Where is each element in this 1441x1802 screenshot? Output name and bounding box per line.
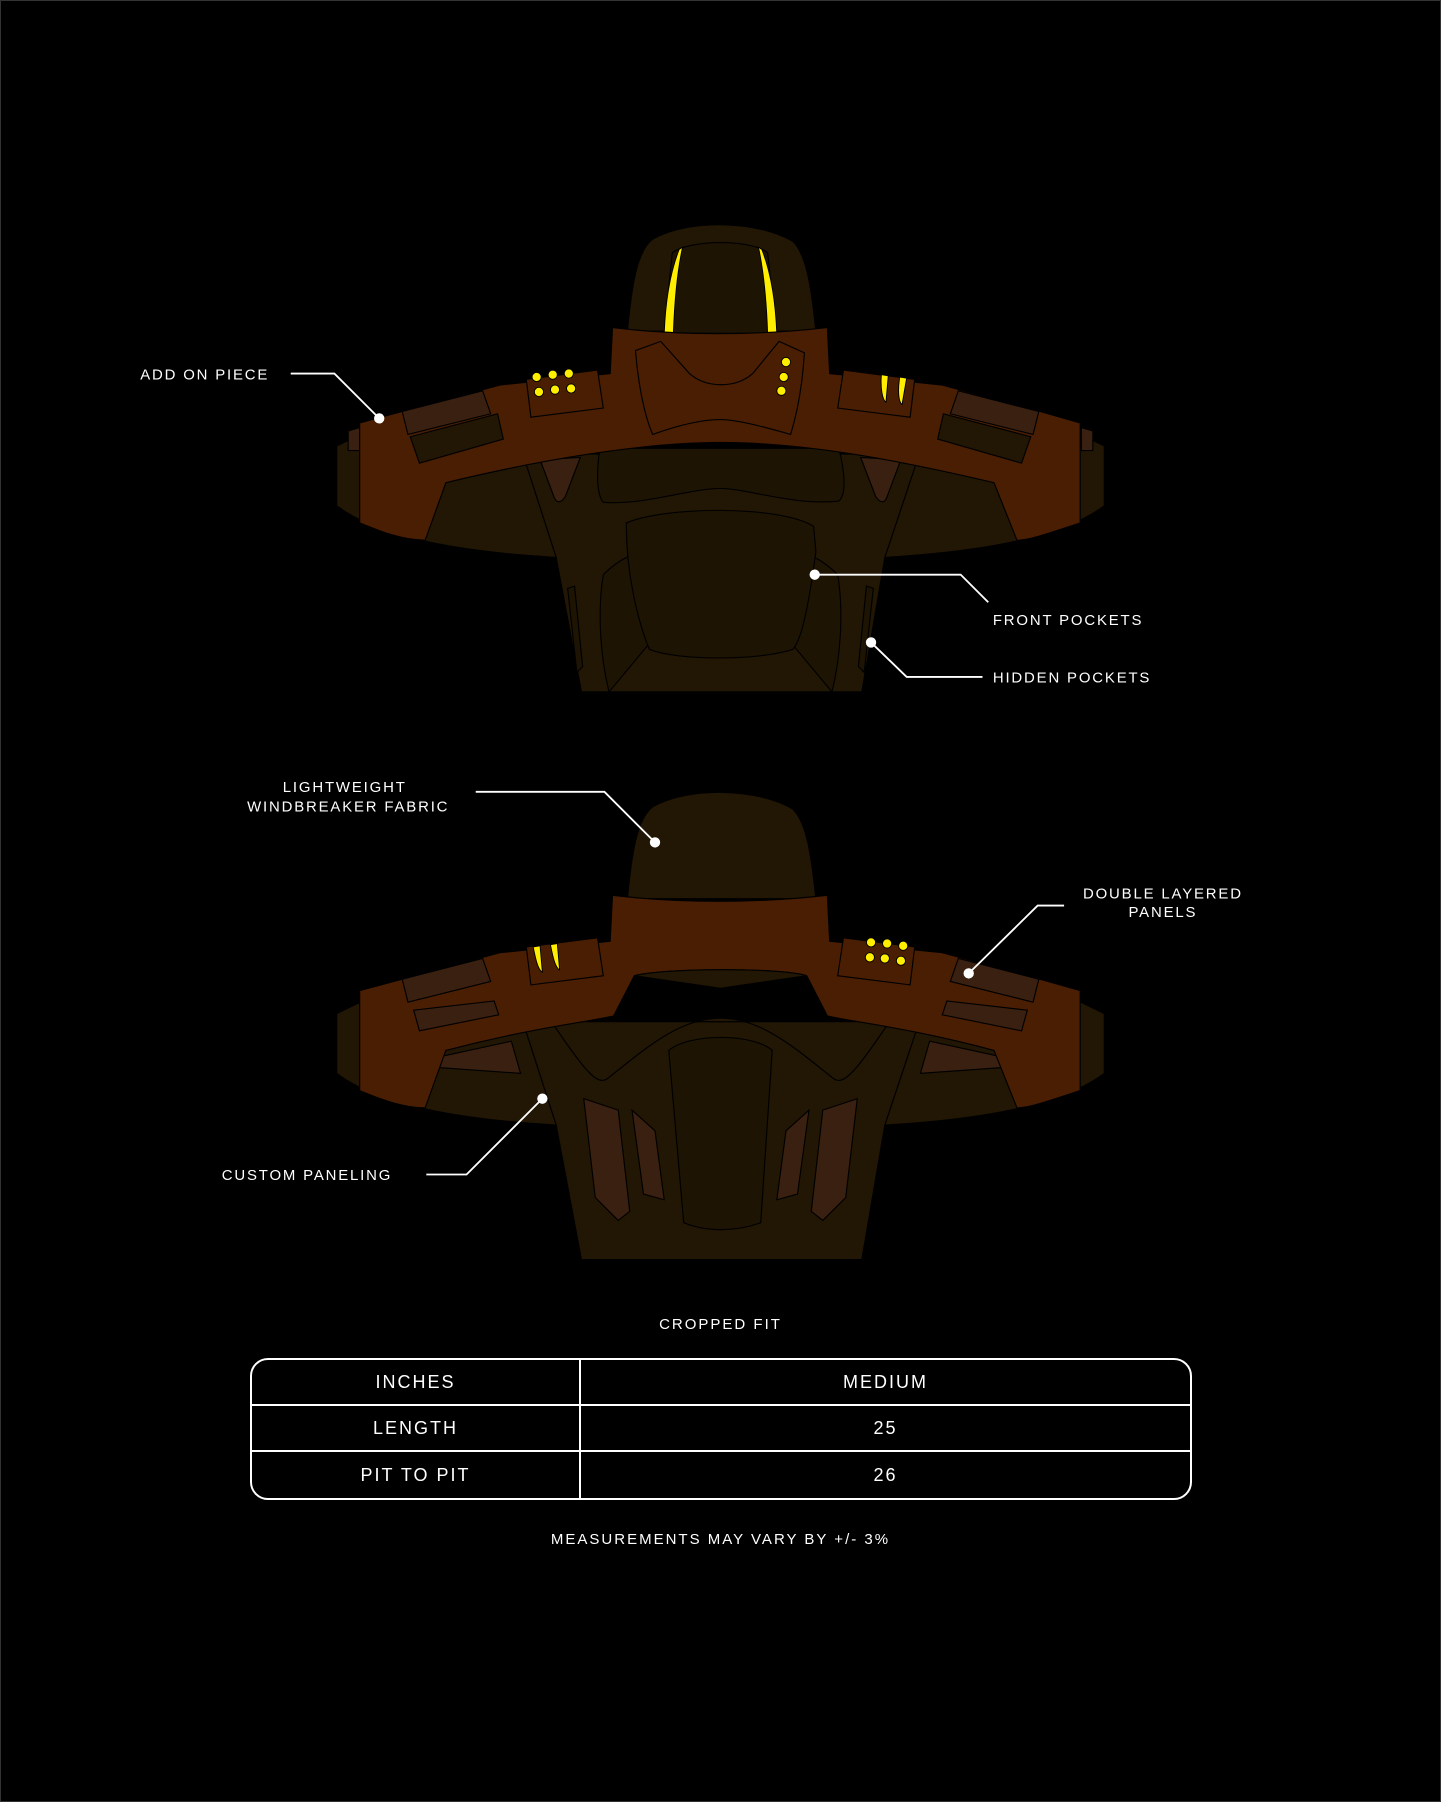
jacket-back-view	[336, 791, 1105, 1261]
table-row: LENGTH 25	[252, 1406, 1190, 1452]
callout-label: CUSTOM PANELING	[222, 1167, 392, 1184]
callout-custom-paneling: CUSTOM PANELING	[222, 1093, 548, 1184]
row-value: 25	[873, 1417, 898, 1438]
jacket-front-view	[336, 224, 1105, 694]
table-row: PIT TO PIT 26	[252, 1452, 1190, 1498]
callout-label: DOUBLE LAYERED	[1083, 886, 1243, 903]
size-chart-table: INCHES MEDIUM LENGTH 25 PIT TO PIT 26	[250, 1358, 1192, 1500]
hood	[626, 224, 817, 334]
row-value: 26	[873, 1464, 898, 1485]
fit-title: CROPPED FIT	[659, 1316, 782, 1333]
callout-front-pockets: FRONT POCKETS	[809, 569, 1143, 629]
header-cell: INCHES	[252, 1360, 581, 1404]
callout-double-layered-panels: DOUBLE LAYERED PANELS	[963, 886, 1243, 979]
callout-label: FRONT POCKETS	[993, 612, 1143, 629]
front-pocket	[625, 509, 817, 659]
measurement-note: MEASUREMENTS MAY VARY BY +/- 3%	[550, 1531, 891, 1548]
row-label: PIT TO PIT	[252, 1452, 581, 1498]
callout-label: HIDDEN POCKETS	[993, 670, 1151, 687]
accent-studs	[531, 357, 908, 406]
callout-label: LIGHTWEIGHT	[283, 779, 407, 796]
callout-hidden-pockets: HIDDEN POCKETS	[865, 637, 1151, 687]
header-cell: MEDIUM	[843, 1371, 928, 1392]
callout-add-on-piece: ADD ON PIECE	[140, 366, 385, 424]
callout-lightweight-fabric: LIGHTWEIGHT WINDBREAKER FABRIC	[247, 779, 661, 848]
callout-label: PANELS	[1129, 904, 1198, 921]
callout-label: WINDBREAKER FABRIC	[247, 798, 449, 815]
table-header-row: INCHES MEDIUM	[252, 1360, 1190, 1406]
callout-label: ADD ON PIECE	[140, 366, 269, 383]
row-label: LENGTH	[252, 1406, 581, 1450]
